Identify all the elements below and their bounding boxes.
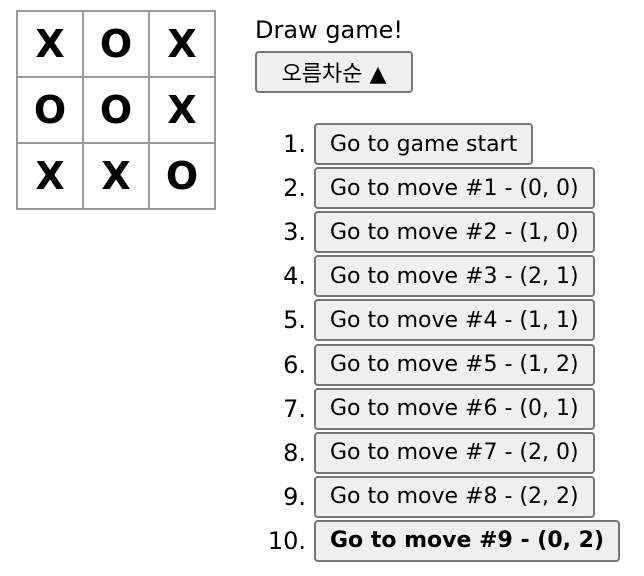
- move-number: 8.: [283, 438, 306, 467]
- go-to-move-button[interactable]: Go to move #4 - (1, 1): [314, 299, 595, 342]
- move-number: 10.: [267, 526, 306, 555]
- go-to-move-button[interactable]: Go to move #2 - (1, 0): [314, 211, 595, 254]
- sort-order-button[interactable]: 오름차순 ▲: [255, 51, 413, 93]
- board-square[interactable]: X: [17, 11, 83, 77]
- move-list-item: 1. Go to game start: [262, 122, 620, 166]
- go-to-move-button[interactable]: Go to game start: [314, 123, 534, 166]
- move-list-item: 8. Go to move #7 - (2, 0): [262, 431, 620, 475]
- move-list-item: 6. Go to move #5 - (1, 2): [262, 342, 620, 386]
- board-square[interactable]: X: [149, 77, 215, 143]
- move-number: 9.: [283, 482, 306, 511]
- move-number: 7.: [283, 394, 306, 423]
- move-number: 6.: [283, 350, 306, 379]
- move-list-item: 2. Go to move #1 - (0, 0): [262, 166, 620, 210]
- go-to-move-button[interactable]: Go to move #6 - (0, 1): [314, 387, 595, 430]
- go-to-move-button[interactable]: Go to move #3 - (2, 1): [314, 255, 595, 298]
- board-square[interactable]: O: [83, 11, 149, 77]
- board-square[interactable]: O: [17, 77, 83, 143]
- board-square[interactable]: X: [149, 11, 215, 77]
- move-number: 4.: [283, 262, 306, 291]
- move-list-item: 10. Go to move #9 - (0, 2): [262, 519, 621, 563]
- move-list-item: 9. Go to move #8 - (2, 2): [262, 475, 620, 519]
- board-square[interactable]: O: [149, 143, 215, 209]
- go-to-move-button[interactable]: Go to move #1 - (0, 0): [314, 167, 595, 210]
- move-list-item: 4. Go to move #3 - (2, 1): [262, 254, 620, 298]
- move-number: 1.: [283, 130, 306, 159]
- move-history-list: 1. Go to game start 2. Go to move #1 - (0, …: [262, 122, 621, 563]
- go-to-move-button[interactable]: Go to move #8 - (2, 2): [314, 475, 595, 518]
- board-square[interactable]: X: [17, 143, 83, 209]
- move-list-item: 5. Go to move #4 - (1, 1): [262, 298, 620, 342]
- go-to-move-button[interactable]: Go to move #7 - (2, 0): [314, 431, 595, 474]
- move-number: 2.: [283, 174, 306, 203]
- move-number: 3.: [283, 218, 306, 247]
- move-number: 5.: [283, 306, 306, 335]
- game-status: Draw game!: [255, 16, 404, 44]
- go-to-move-button[interactable]: Go to move #5 - (1, 2): [314, 343, 595, 386]
- board-square[interactable]: O: [83, 77, 149, 143]
- go-to-move-button[interactable]: Go to move #9 - (0, 2): [314, 519, 621, 562]
- move-list-item: 7. Go to move #6 - (0, 1): [262, 387, 620, 431]
- move-list-item: 3. Go to move #2 - (1, 0): [262, 210, 620, 254]
- board-square[interactable]: X: [83, 143, 149, 209]
